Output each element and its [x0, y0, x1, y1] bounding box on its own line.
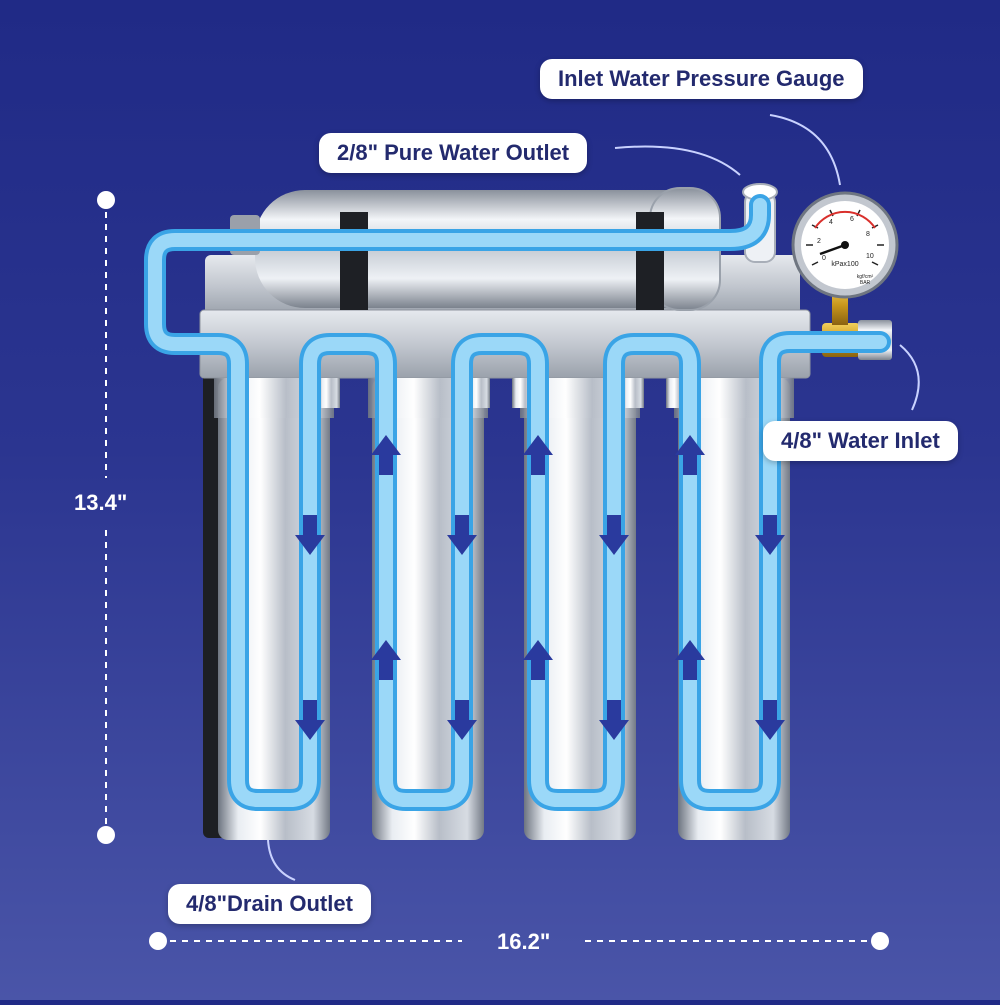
gauge-bar-text: BAR [860, 280, 871, 286]
drain-outlet-label: 4/8"Drain Outlet [168, 884, 371, 924]
water-flow-path [144, 194, 891, 811]
gauge-scale-2: 2 [817, 238, 821, 245]
inlet-pressure-gauge-label: Inlet Water Pressure Gauge [540, 59, 863, 99]
leader-pure-outlet [614, 145, 741, 176]
arrow-down-icon [295, 700, 325, 740]
arrow-down-icon [755, 515, 785, 555]
gauge-unit-text: kPax100 [831, 261, 858, 268]
pure-water-outlet-label: 2/8" Pure Water Outlet [319, 133, 588, 173]
gauge-scale-8: 8 [866, 231, 870, 238]
arrow-down-icon [447, 515, 477, 555]
arrow-up-icon [523, 435, 553, 475]
callout-leaders [267, 114, 920, 881]
gauge-needle [819, 243, 846, 256]
arrow-up-icon [371, 640, 401, 680]
height-dimension-label: 13.4" [74, 490, 128, 515]
flow-arrows [295, 435, 785, 740]
arrow-up-icon [675, 435, 705, 475]
gauge-unit2-text: kgf/cm² [857, 274, 874, 280]
width-dimension-label: 16.2" [497, 929, 551, 954]
gauge-scale-10: 10 [866, 253, 874, 260]
housing-clamp-1 [340, 212, 368, 310]
housing-clamp-2 [636, 212, 664, 310]
leader-gauge [769, 114, 841, 186]
height-dimension [97, 191, 115, 844]
arrow-up-icon [675, 640, 705, 680]
leader-water-inlet [899, 344, 920, 411]
leader-drain-outlet [267, 839, 296, 881]
arrow-down-icon [755, 700, 785, 740]
arrow-up-icon [523, 640, 553, 680]
gauge-scale-0: 0 [822, 255, 826, 262]
water-inlet-label: 4/8" Water Inlet [763, 421, 958, 461]
gauge-scale-6: 6 [850, 216, 854, 223]
gauge-scale-4: 4 [829, 219, 833, 226]
arrow-up-icon [371, 435, 401, 475]
width-dimension [149, 932, 889, 950]
arrow-down-icon [295, 515, 325, 555]
arrow-down-icon [447, 700, 477, 740]
pressure-gauge: kPax100 kgf/cm² BAR 0 2 4 6 8 10 [791, 191, 899, 299]
arrow-down-icon [599, 700, 629, 740]
arrow-down-icon [599, 515, 629, 555]
